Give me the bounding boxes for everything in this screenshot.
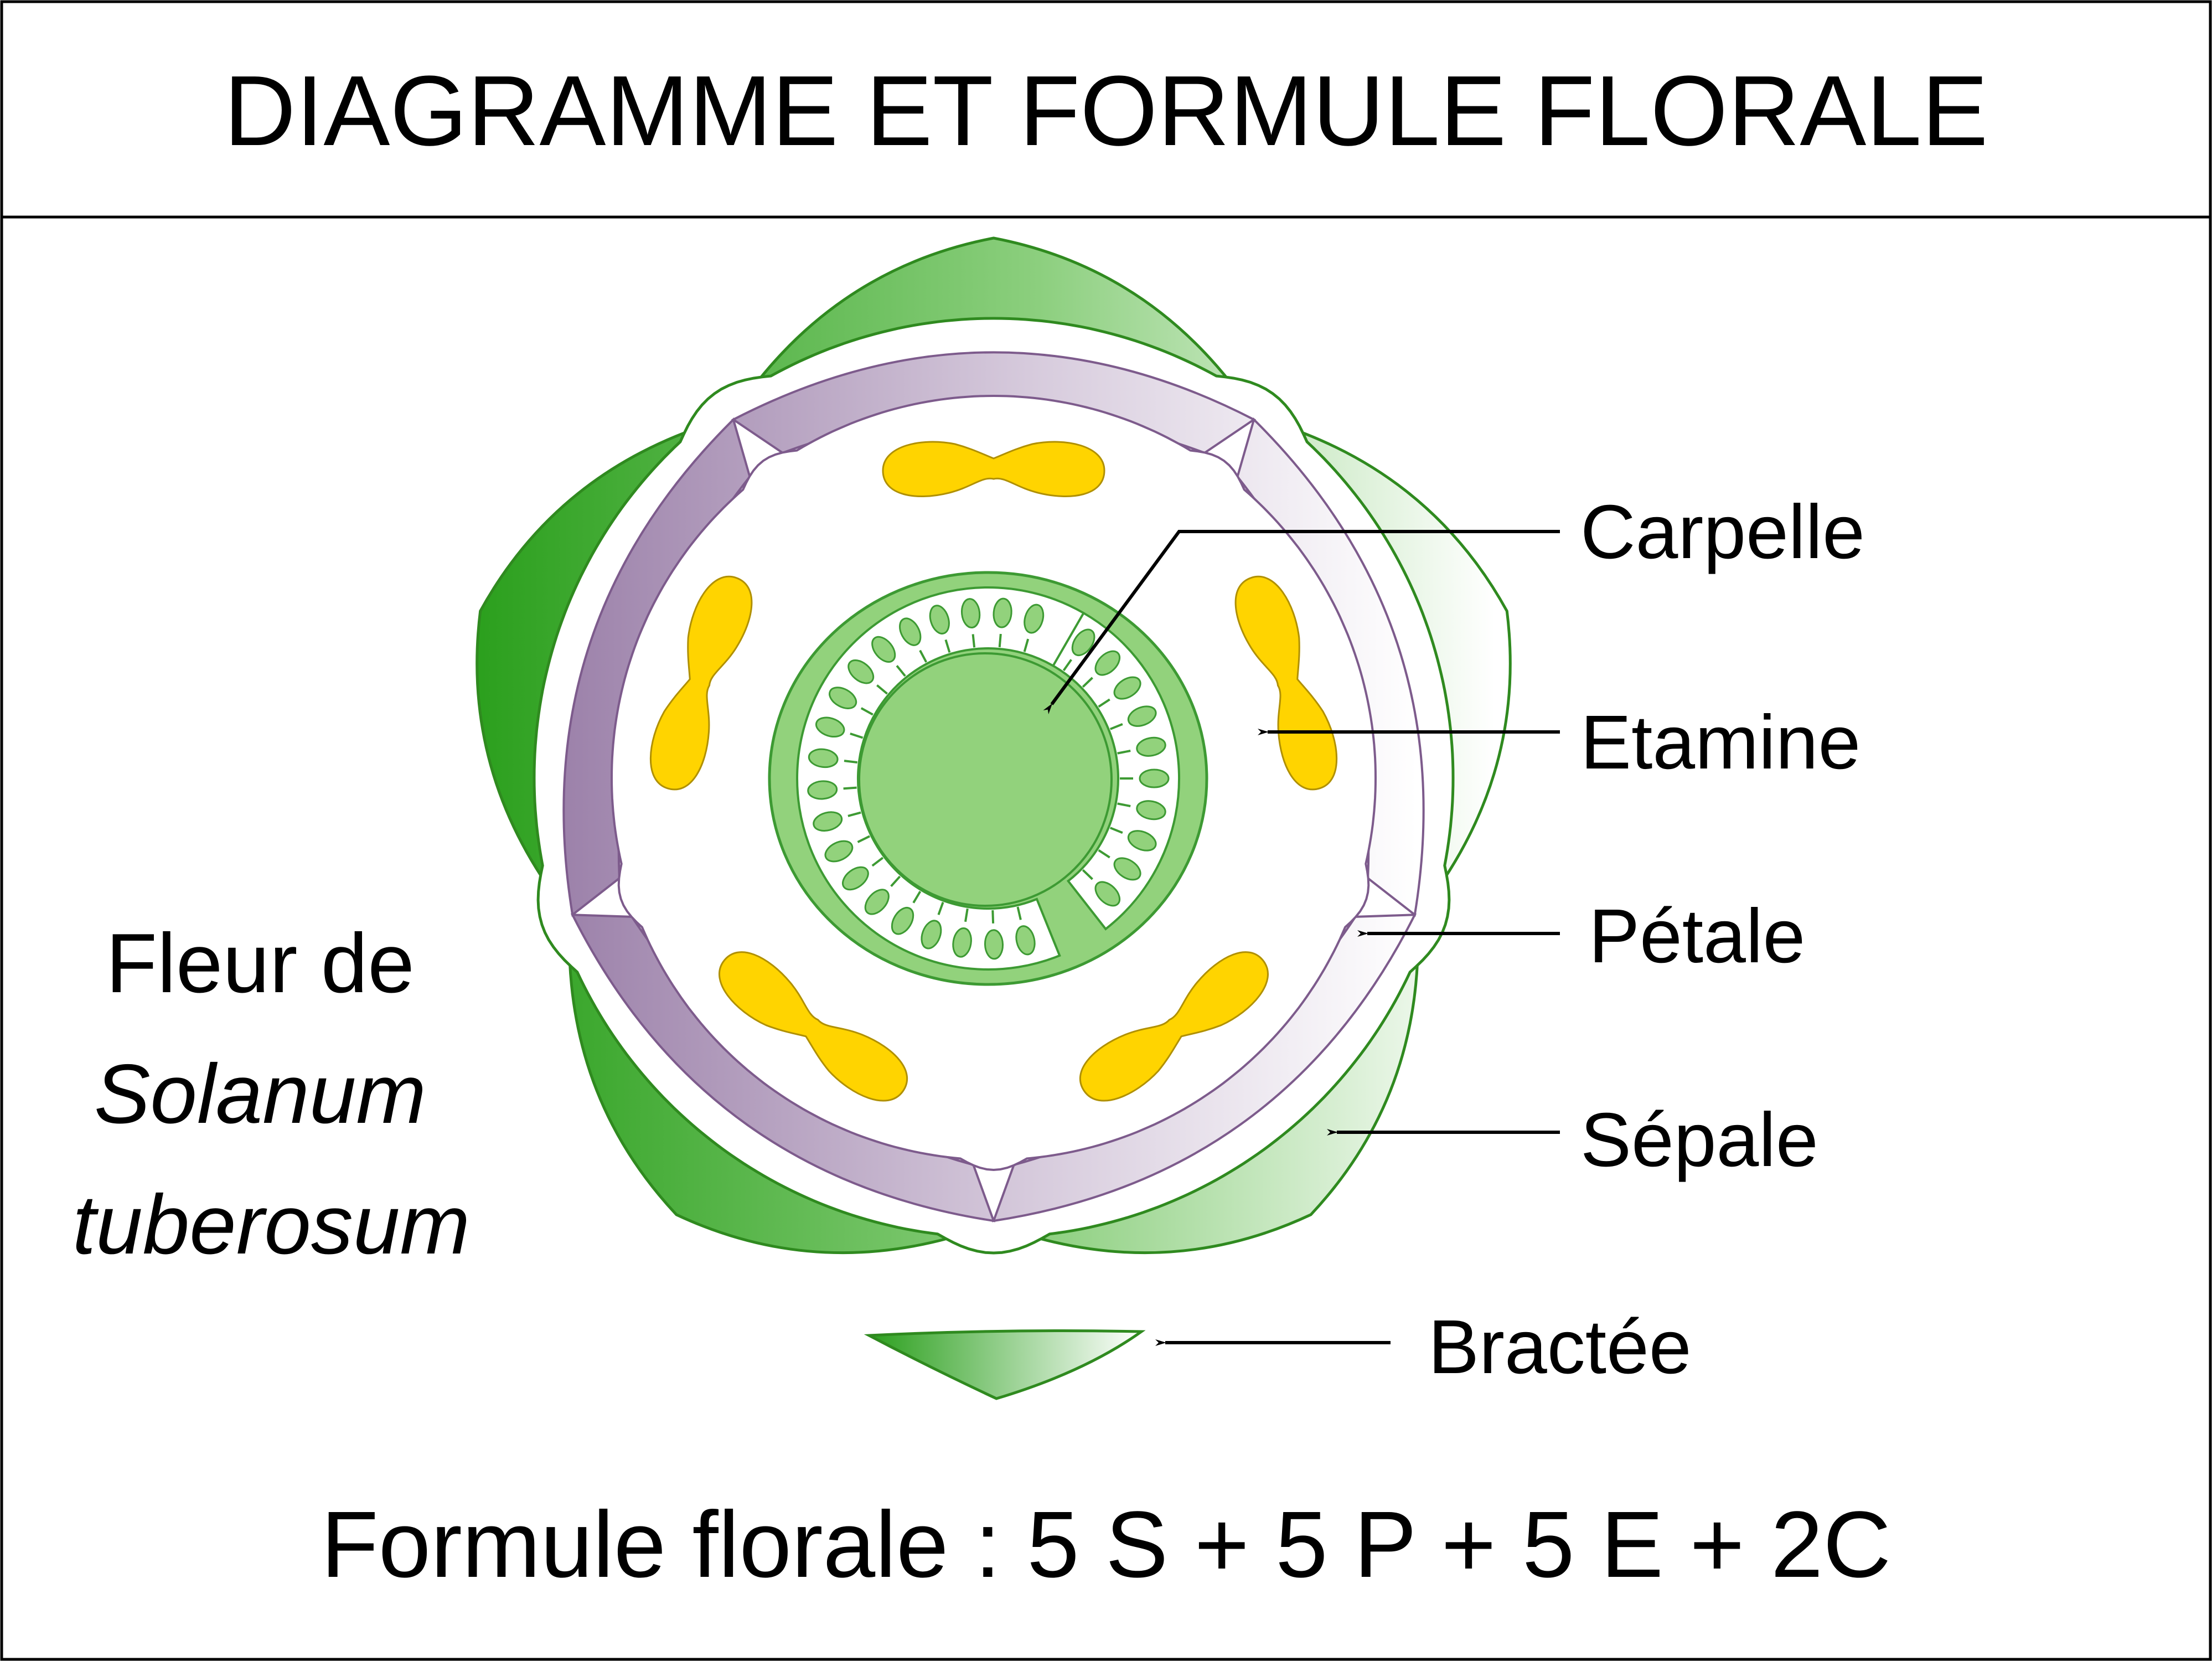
label-sepale: Sépale — [1580, 1097, 1818, 1183]
ovule-stalk — [1082, 677, 1093, 688]
ovule — [815, 716, 845, 738]
ovule — [1094, 881, 1121, 907]
ovule-stalk — [896, 665, 906, 677]
ovule-stalk — [937, 901, 944, 915]
stamen-1 — [882, 441, 1105, 497]
stamen-whorl — [649, 441, 1338, 1102]
ovule-stalk — [844, 760, 858, 764]
ovule — [1139, 768, 1170, 788]
ovule — [871, 636, 896, 663]
ovule-stalk — [1109, 827, 1123, 834]
ovule — [1113, 676, 1141, 700]
label-carpelle: Carpelle — [1580, 489, 1865, 575]
ovule — [960, 598, 981, 629]
ovule — [1136, 736, 1166, 757]
label-bractee: Bractée — [1428, 1304, 1692, 1390]
ovule-stalk — [1098, 698, 1110, 708]
ovule-stalk — [1082, 869, 1093, 880]
ovule-stalk — [1117, 750, 1131, 755]
ovule-stalk — [912, 890, 922, 904]
ovule — [891, 906, 914, 935]
ovule-stalk — [1023, 638, 1030, 652]
ovule — [993, 597, 1012, 628]
ovule — [864, 889, 890, 915]
ovule — [929, 605, 950, 635]
ovule — [984, 929, 1004, 960]
bract — [864, 1329, 1146, 1400]
stamen-5 — [649, 575, 753, 791]
label-petale: Pétale — [1589, 894, 1805, 979]
ovule — [921, 920, 942, 950]
ovule-stalk — [1062, 659, 1072, 672]
ovule-stalk — [964, 908, 969, 922]
ovule — [952, 927, 972, 958]
floral-formula: Formule florale : 5 S + 5 P + 5 E + 2C — [321, 1492, 1891, 1597]
ovule — [813, 811, 843, 832]
ovule — [842, 866, 869, 891]
caption-line-3: tuberosum — [73, 1178, 470, 1272]
page-title: DIAGRAMME ET FORMULE FLORALE — [224, 55, 1988, 167]
ovule-stalk — [850, 733, 864, 739]
ovule-stalk — [843, 786, 857, 790]
carpelle-arrow — [1043, 530, 1560, 715]
ovule-stalk — [857, 835, 870, 843]
ovule — [847, 659, 875, 684]
ovule-stalk — [998, 633, 1002, 648]
ovule-stalk — [1016, 906, 1022, 920]
ovule-stalk — [1098, 849, 1110, 859]
ovule — [899, 617, 922, 646]
ovule-stalk — [860, 707, 874, 716]
ovule — [1136, 800, 1166, 821]
ovule-stalk — [944, 639, 951, 653]
ovule — [808, 748, 839, 768]
ovule — [829, 687, 857, 709]
ovule — [1127, 705, 1157, 727]
label-etamine: Etamine — [1580, 700, 1860, 785]
ovary — [768, 571, 1208, 986]
ovule-stalk — [847, 811, 861, 817]
stamen-2 — [1234, 575, 1338, 791]
ovule-stalk — [871, 857, 884, 867]
caption-line-2: Solanum — [94, 1047, 426, 1141]
stamen-4 — [719, 951, 908, 1102]
ovule-stalk — [1109, 723, 1123, 730]
ovule-stalk — [919, 649, 928, 663]
ovule-stalk — [890, 875, 901, 888]
ovule — [1071, 628, 1095, 656]
ovule — [1113, 857, 1141, 881]
ovule — [807, 780, 838, 800]
ovule — [1094, 650, 1121, 676]
annotation-arrows — [1043, 530, 1560, 1346]
ovule-stalk — [971, 634, 976, 648]
ovule — [1127, 830, 1157, 852]
ovule-stalk — [1117, 802, 1131, 807]
placenta — [858, 652, 1113, 907]
stamen-3 — [1079, 951, 1269, 1102]
ovule — [1024, 603, 1045, 634]
ovules — [807, 597, 1170, 960]
ovule — [824, 840, 854, 863]
ovule-stalk — [876, 684, 888, 695]
caption-line-1: Fleur de — [106, 916, 415, 1010]
ovule — [1015, 925, 1036, 956]
